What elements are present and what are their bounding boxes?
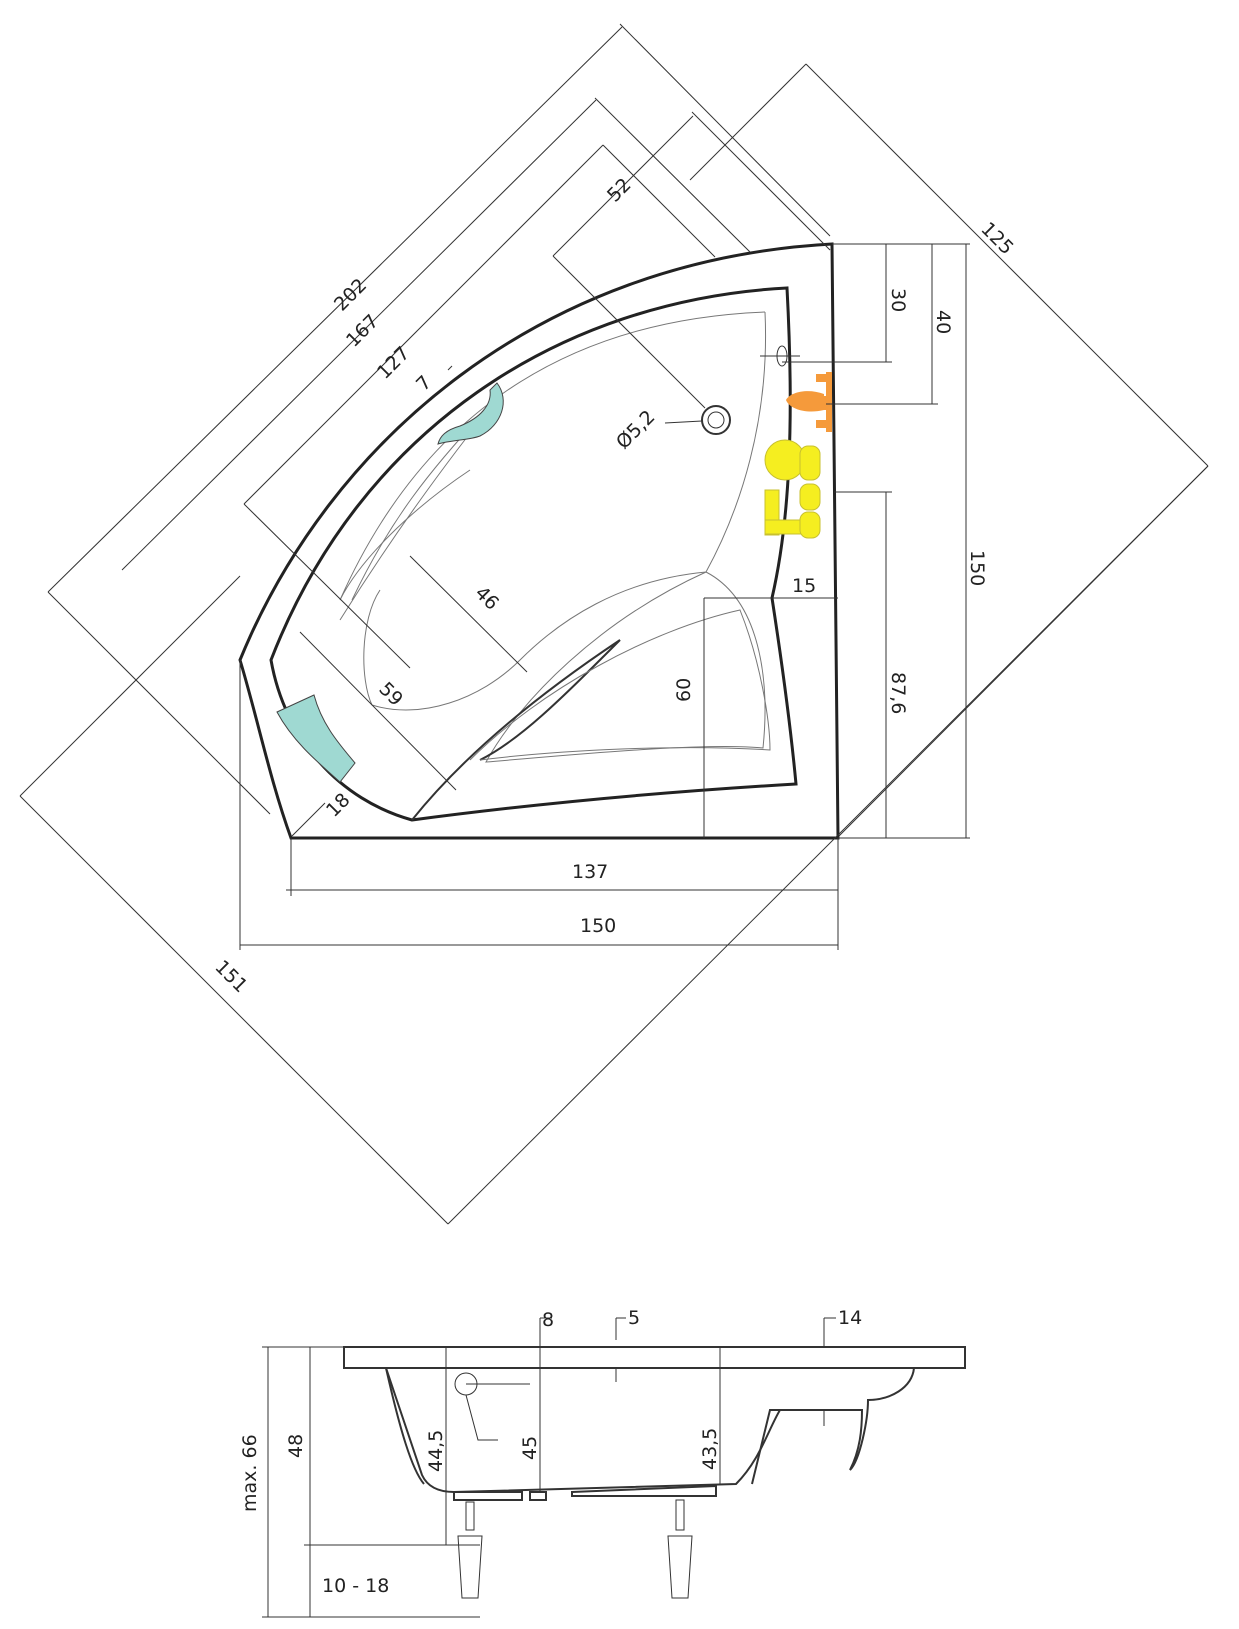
side-foot-panel <box>453 1491 523 1501</box>
side-legs <box>457 1499 693 1599</box>
side-rim <box>343 1346 966 1369</box>
side-trap <box>529 1491 547 1501</box>
drain-leader <box>664 420 703 424</box>
seat-contour-2 <box>339 311 766 601</box>
faucet-icon <box>786 372 832 432</box>
dim-15: 15 <box>792 575 816 597</box>
dim-30: 30 <box>887 288 909 312</box>
dim-side-43-5: 43,5 <box>699 1428 721 1470</box>
dim-18: 18 <box>322 789 355 822</box>
dim-46: 46 <box>470 582 503 615</box>
dim-127: 127 <box>373 342 414 383</box>
basin-floor-line <box>363 571 707 711</box>
diagonal-dimension-lines <box>19 23 1209 1225</box>
controls-icon <box>764 439 821 539</box>
side-basin <box>385 1367 915 1494</box>
dim-side-48: 48 <box>285 1434 307 1458</box>
dim-7: 7 <box>412 371 436 395</box>
tub-outer-rim <box>238 242 840 840</box>
drain-inner-icon <box>707 411 725 429</box>
tub-inner-basin <box>269 286 798 822</box>
dim-59: 59 <box>374 678 407 711</box>
dim-side-44-5: 44,5 <box>425 1430 447 1472</box>
headrest-lower <box>276 694 356 783</box>
dim-60: 60 <box>673 678 695 702</box>
drain-icon <box>701 405 731 435</box>
side-dimension-lines <box>262 1317 836 1618</box>
dim-137: 137 <box>572 861 608 883</box>
dim-drain-diameter: Ø5,2 <box>612 406 659 453</box>
dim-40: 40 <box>932 310 954 334</box>
front-seat-recess <box>411 639 621 821</box>
side-step <box>751 1409 862 1485</box>
dim-150-vertical: 150 <box>966 550 988 586</box>
dim-87-6: 87,6 <box>887 672 909 714</box>
seat-contour <box>485 311 767 763</box>
dim-side-8: 8 <box>542 1309 554 1331</box>
side-overflow-leader <box>465 1394 498 1441</box>
dim-151: 151 <box>210 956 251 997</box>
dim-side-legs: 10 - 18 <box>322 1575 389 1597</box>
dim-side-max-66: max. 66 <box>239 1434 261 1512</box>
dim-150-horizontal: 150 <box>580 915 616 937</box>
vertical-dimension-lines <box>703 243 970 839</box>
dim-side-14: 14 <box>838 1307 862 1329</box>
dim-side-45: 45 <box>519 1436 541 1460</box>
side-basin-left <box>385 1367 425 1485</box>
dim-side-5: 5 <box>628 1307 640 1329</box>
side-view: 8 5 14 max. 66 48 44,5 45 43,5 10 - 18 <box>239 1307 966 1618</box>
headrest-upper <box>437 382 504 445</box>
plan-view: 202 167 127 52 7 125 151 30 40 150 15 87… <box>19 23 1209 1225</box>
front-seat-recess-2 <box>469 609 771 761</box>
horizontal-dimension-lines <box>239 660 839 950</box>
dim-125: 125 <box>976 218 1017 259</box>
side-foot-panel-2 <box>571 1484 717 1497</box>
